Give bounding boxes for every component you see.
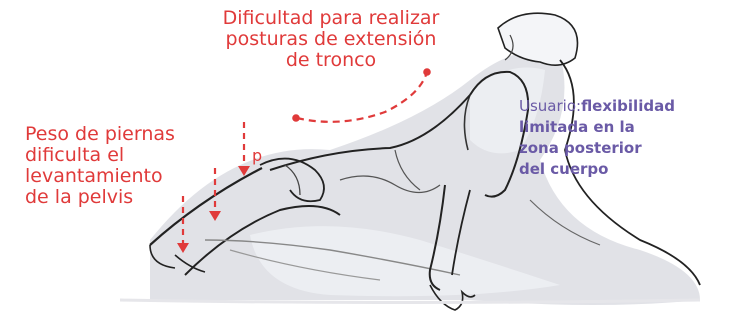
trunk-arc-start-dot (292, 114, 300, 122)
force-label: p (252, 146, 263, 165)
back-outline (559, 59, 701, 286)
raised-arm-outline (469, 70, 530, 198)
user-line-3: zona posterior (519, 139, 642, 157)
trunk-extension-annotation: Dificultad para realizar posturas de ext… (212, 8, 450, 71)
trunk-extension-line-3: de tronco (285, 49, 377, 71)
leg-front-outline (149, 167, 263, 246)
legs-weight-annotation: Peso de piernas dificulta el levantamien… (25, 124, 175, 208)
torso-outline (269, 94, 471, 171)
trunk-extension-line-2: posturas de extensión (225, 28, 437, 50)
legs-weight-line-4: de la pelvis (25, 186, 134, 208)
trunk-extension-arc (296, 71, 429, 123)
floor-line (119, 298, 701, 304)
user-annotation: Usuario:flexibilidad limitada en la zona… (519, 96, 675, 180)
legs-weight-line-3: levantamiento (25, 165, 163, 187)
support-arm-outline (428, 184, 446, 291)
user-line-4: del cuerpo (519, 160, 609, 178)
force-arrows (177, 122, 250, 253)
head-outline (497, 12, 579, 66)
trunk-extension-line-1: Dificultad para realizar (222, 7, 440, 29)
trunk-arc-end-dot (423, 68, 431, 76)
legs-weight-line-1: Peso de piernas (25, 123, 175, 145)
legs-weight-line-2: dificulta el (25, 144, 125, 166)
pelvis-outline (259, 157, 325, 203)
user-line-1: flexibilidad (581, 97, 675, 115)
user-line-2: limitada en la (519, 118, 635, 136)
leg-back-outline (204, 239, 461, 276)
user-prefix: Usuario: (519, 97, 582, 115)
